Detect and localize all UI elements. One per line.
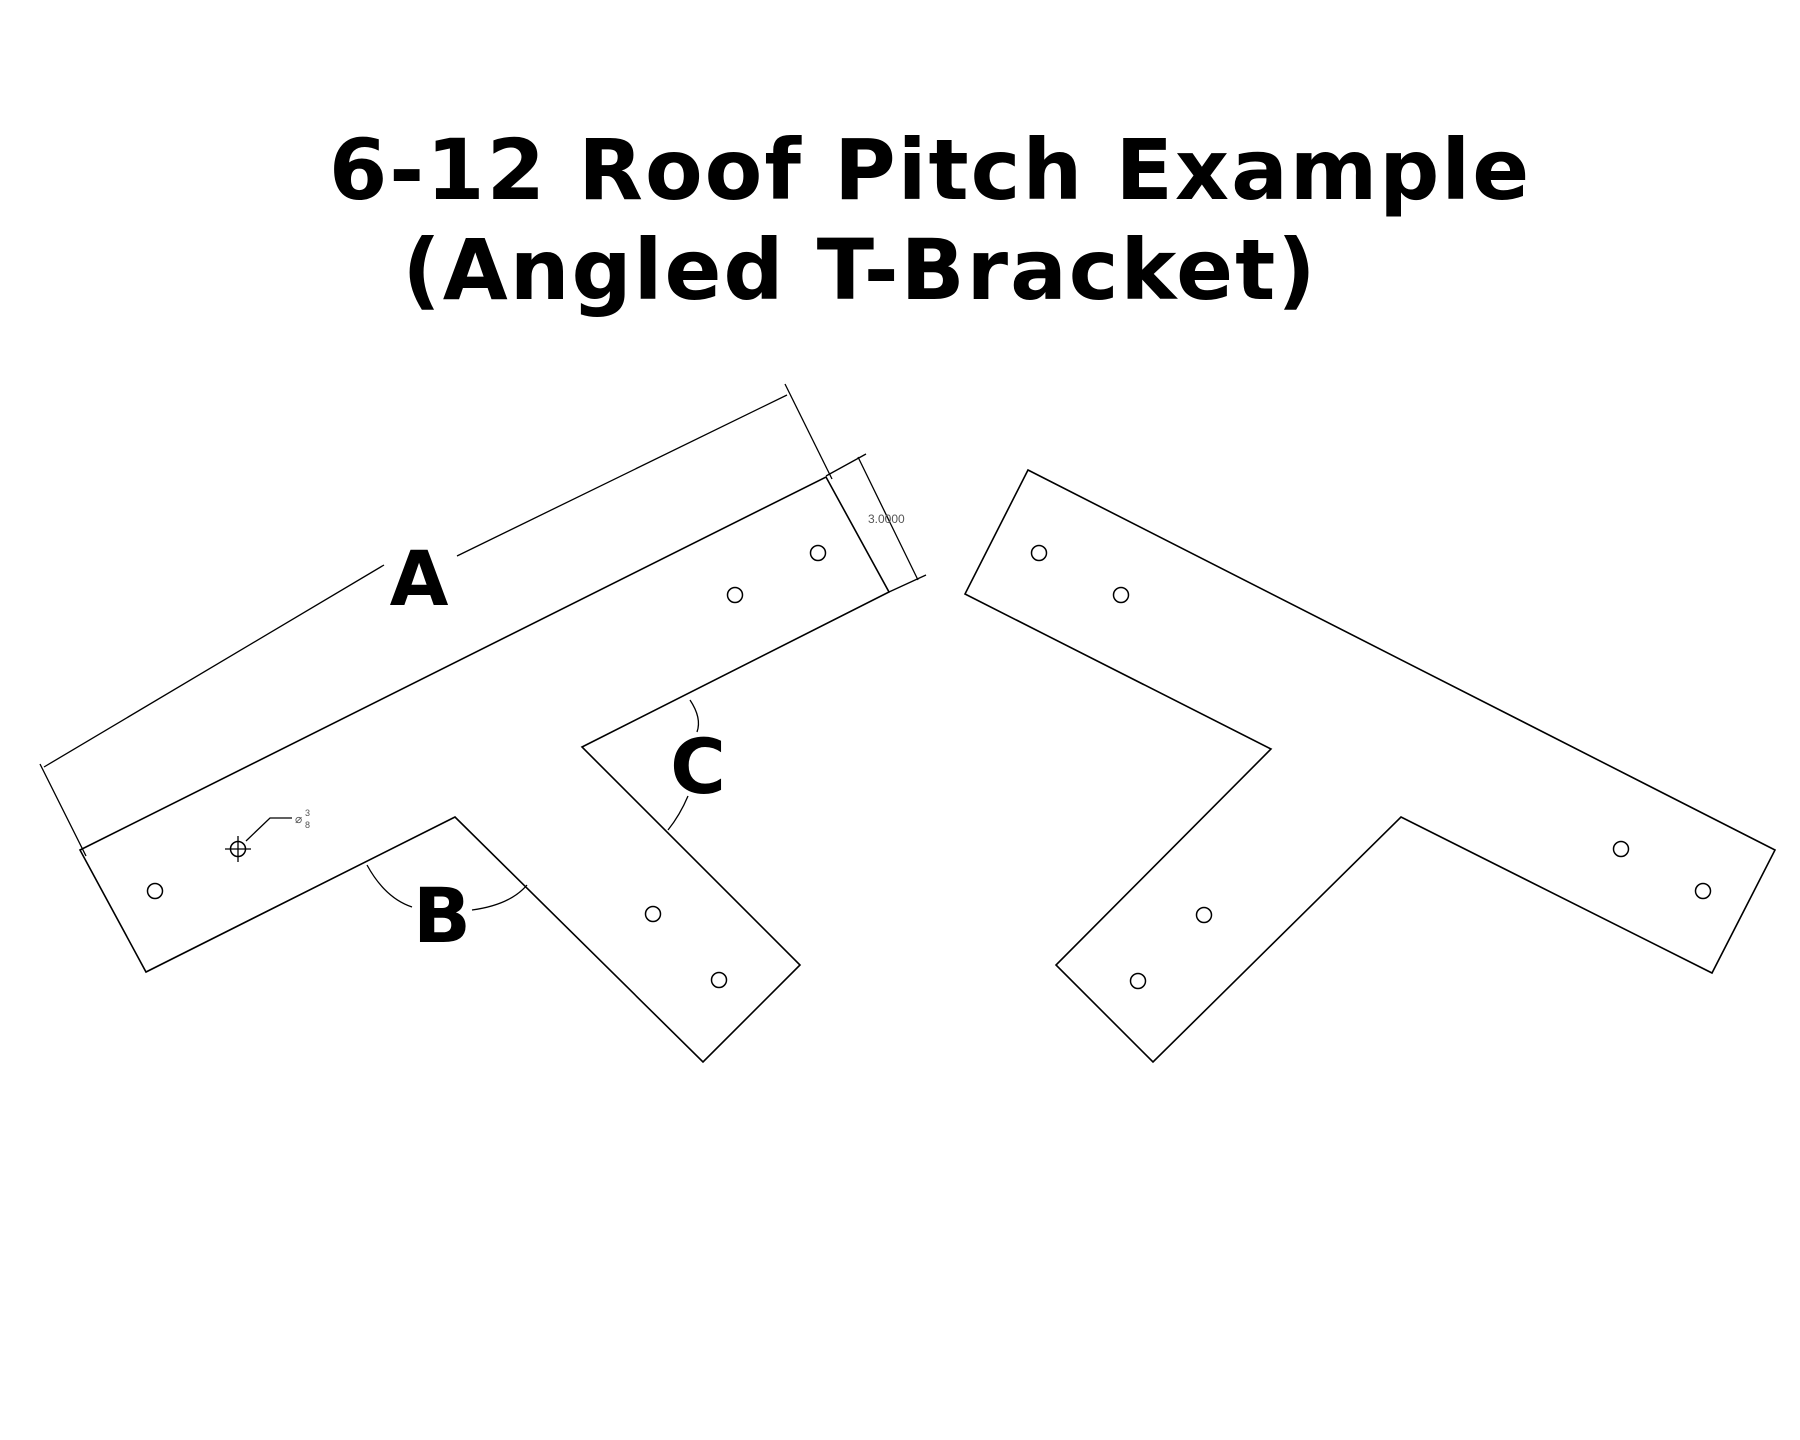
hole: [1129, 972, 1147, 990]
hole: [1112, 586, 1130, 604]
label-b: B: [413, 871, 471, 960]
hole: [809, 544, 827, 562]
angle-c-arc-top: [689, 699, 700, 733]
right-bracket: [963, 468, 1777, 1064]
title-line-1: 6-12 Roof Pitch Example: [328, 121, 1532, 219]
hole: [726, 586, 744, 604]
left-bracket: 3.0000 A B C ⌀ 3: [39, 383, 927, 1064]
extension-line-left: [39, 763, 87, 857]
width-extension-bottom: [888, 574, 927, 593]
dimension-line-a-left: [43, 564, 385, 768]
dimension-width: 3.0000: [825, 453, 927, 593]
width-extension-top: [825, 453, 867, 477]
callout-leader: [245, 817, 292, 842]
hole: [1030, 544, 1048, 562]
hole: [710, 971, 728, 989]
right-bracket-outline: [963, 468, 1777, 1064]
hole: [146, 882, 164, 900]
hole: [1612, 840, 1630, 858]
hole-fraction-denominator: 8: [305, 820, 310, 830]
left-bracket-outline: [78, 475, 891, 1064]
hole: [1195, 906, 1213, 924]
label-a: A: [390, 534, 449, 623]
label-c: C: [670, 722, 726, 811]
width-dimension-text: 3.0000: [868, 512, 905, 526]
width-dimension-line: [857, 456, 919, 581]
title-line-2: (Angled T-Bracket): [402, 221, 1318, 319]
dimension-a: [39, 383, 833, 857]
hole-fraction-numerator: 3: [305, 808, 310, 818]
angle-c-arc-bottom: [667, 795, 689, 831]
hole: [644, 905, 662, 923]
hole-callout: ⌀ 3 8: [225, 808, 310, 862]
dimension-line-a-right: [456, 394, 788, 557]
hole-diameter-symbol: ⌀: [295, 812, 302, 826]
hole: [1694, 882, 1712, 900]
angle-b-arc-right: [471, 884, 528, 911]
angle-b-arc-left: [366, 864, 413, 908]
extension-line-right: [784, 383, 833, 480]
